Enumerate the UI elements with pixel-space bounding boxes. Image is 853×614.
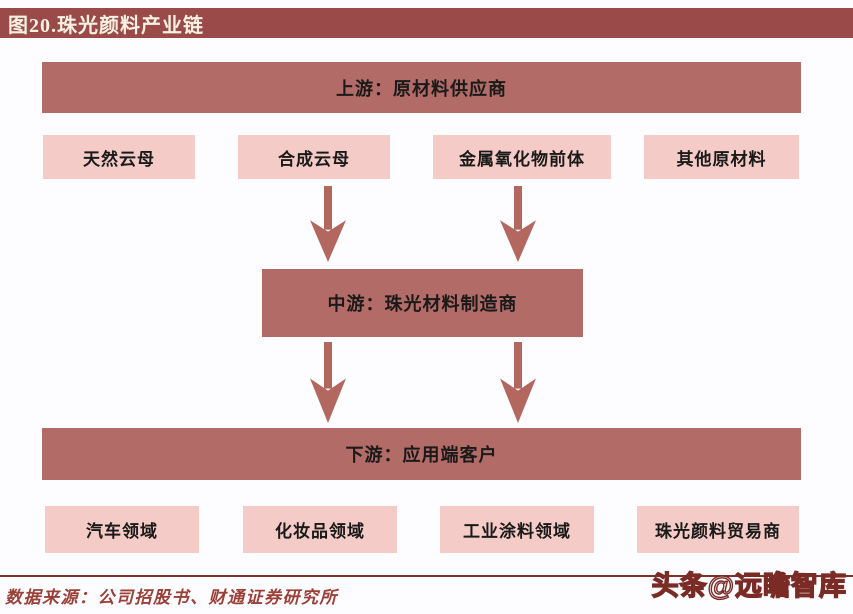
node-label: 工业涂料领域	[463, 522, 571, 541]
downstream-node-industrial-coatings: 工业涂料领域	[440, 506, 594, 553]
figure-title-bar: 图20.珠光颜料产业链	[0, 8, 853, 38]
watermark: 头条@远瞻智库	[651, 570, 847, 601]
footer-divider	[0, 575, 853, 577]
node-label: 汽车领域	[86, 522, 158, 541]
down-arrow-icon	[308, 342, 348, 423]
node-label: 金属氧化物前体	[459, 149, 585, 169]
upstream-node-metal-oxide-precursor: 金属氧化物前体	[433, 135, 611, 179]
down-arrow-icon	[308, 186, 348, 262]
node-label: 珠光颜料贸易商	[655, 522, 781, 541]
upstream-stage-bar: 上游：原材料供应商	[42, 62, 801, 113]
midstream-stage-bar: 中游：珠光材料制造商	[262, 269, 583, 337]
upstream-node-natural-mica: 天然云母	[43, 135, 195, 179]
midstream-stage-label: 中游：珠光材料制造商	[327, 294, 518, 314]
data-source-note: 数据来源：公司招股书、财通证券研究所	[5, 588, 338, 607]
downstream-stage-bar: 下游：应用端客户	[42, 428, 801, 480]
downstream-stage-label: 下游：应用端客户	[345, 445, 498, 465]
downstream-node-cosmetics: 化妆品领域	[243, 506, 397, 553]
node-label: 化妆品领域	[275, 522, 365, 541]
upstream-node-synthetic-mica: 合成云母	[238, 135, 390, 179]
node-label: 天然云母	[83, 149, 155, 169]
upstream-node-other-raw-materials: 其他原材料	[644, 135, 799, 179]
down-arrow-icon	[498, 342, 538, 423]
downstream-node-pigment-traders: 珠光颜料贸易商	[637, 506, 799, 553]
node-label: 合成云母	[278, 149, 350, 169]
down-arrow-icon	[498, 186, 538, 262]
figure-title: 图20.珠光颜料产业链	[8, 14, 204, 37]
downstream-node-automotive: 汽车领域	[45, 506, 199, 553]
node-label: 其他原材料	[676, 149, 767, 169]
upstream-stage-label: 上游：原材料供应商	[336, 78, 507, 99]
